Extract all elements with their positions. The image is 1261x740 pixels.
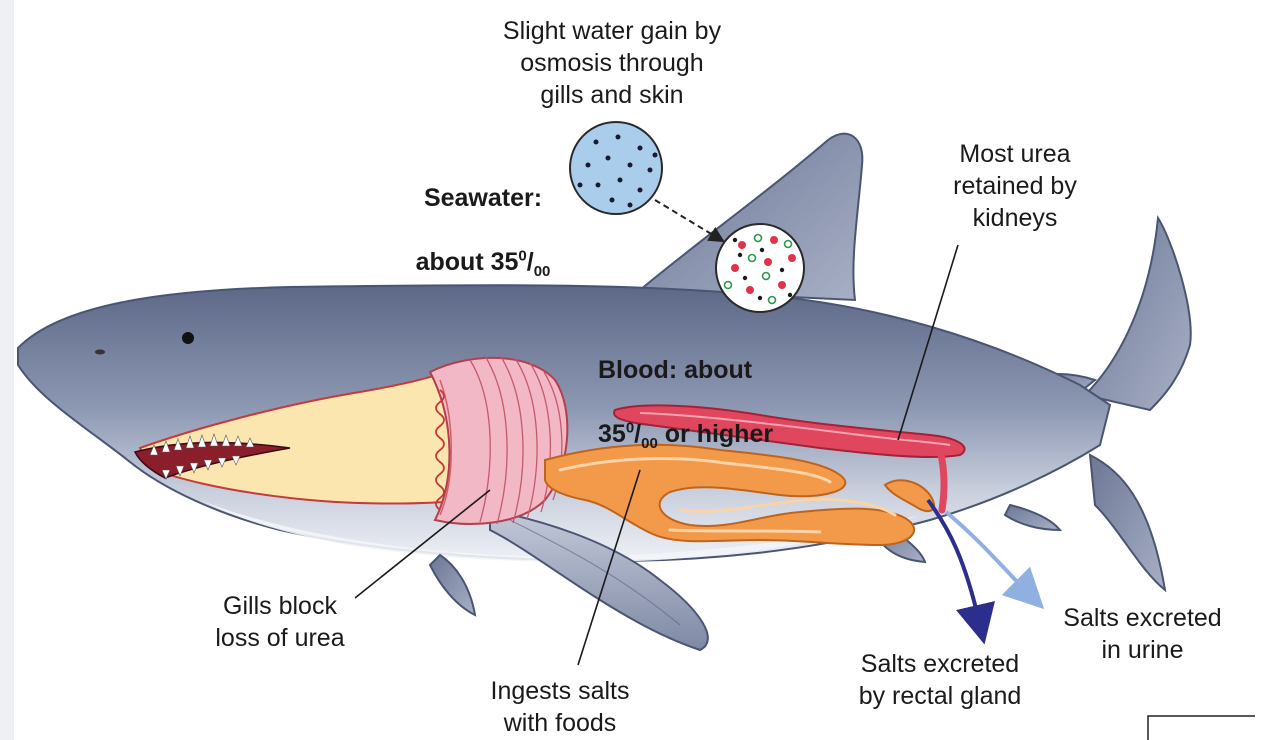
anal-fin [1005, 505, 1060, 530]
label-seawater-line2: about 350/00 [388, 246, 578, 278]
osmosis-arrow [655, 200, 718, 238]
label-blood: Blood: about 350/00 or higher [598, 322, 848, 482]
label-urea-kidneys: Most urea retained by kidneys [930, 138, 1100, 234]
label-salts-rectal: Salts excreted by rectal gland [820, 648, 1060, 712]
label-seawater: Seawater: about 350/00 [388, 150, 578, 310]
label-seawater-prefix: about 35 [416, 248, 519, 276]
ureter [940, 450, 944, 510]
corner-box [1148, 716, 1255, 740]
label-blood-sup: 0 [626, 420, 634, 437]
caudal-fin-upper [1085, 218, 1191, 410]
label-seawater-sub: 00 [534, 263, 551, 280]
label-blood-line2: 350/00 or higher [598, 418, 848, 450]
label-seawater-sup: 0 [518, 248, 526, 265]
caudal-fin-lower [1090, 455, 1165, 590]
shark-nostril [95, 350, 105, 355]
label-ingests-salts: Ingests salts with foods [450, 675, 670, 739]
label-salts-urine: Salts excreted in urine [1030, 602, 1255, 666]
label-blood-suffix: or higher [658, 420, 773, 448]
small-pectoral-fin [430, 555, 475, 615]
label-blood-prefix: 35 [598, 420, 626, 448]
page-edge [0, 0, 14, 740]
label-blood-sub: 00 [641, 435, 658, 452]
shark-eye [182, 332, 194, 344]
label-water-gain: Slight water gain by osmosis through gil… [452, 15, 772, 111]
label-seawater-line1: Seawater: [388, 182, 578, 214]
label-blood-line1: Blood: about [598, 354, 848, 386]
label-gills-block: Gills block loss of urea [190, 590, 370, 654]
